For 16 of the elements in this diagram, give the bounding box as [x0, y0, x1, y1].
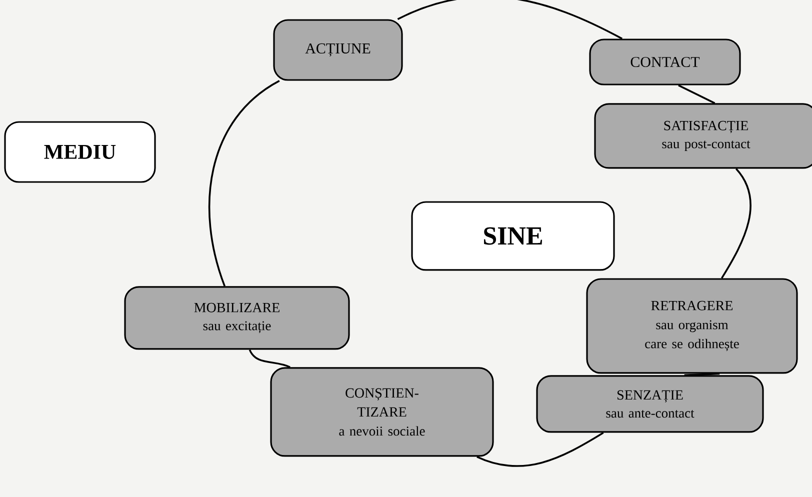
process-box: RETRAGERE sau organism care se odihnește	[586, 278, 798, 374]
cycle-arc	[476, 432, 604, 467]
cycle-arc	[720, 168, 752, 279]
cycle-arc	[248, 349, 290, 368]
cycle-arc	[684, 372, 720, 376]
process-box: ACȚIUNE	[273, 19, 403, 81]
cycle-arc	[678, 84, 716, 104]
cycle-arc	[397, 0, 622, 40]
label-box: SINE	[411, 201, 615, 271]
process-box: CONTACT	[589, 38, 741, 86]
label-box: MEDIU	[4, 121, 156, 183]
cycle-arc	[208, 80, 280, 286]
process-box: SATISFACȚIE sau post-contact	[594, 103, 812, 169]
process-box: CONȘTIEN-TIZARE a nevoii sociale	[270, 367, 494, 457]
process-box: MOBILIZARE sau excitație	[124, 286, 350, 350]
process-box: SENZAȚIE sau ante-contact	[536, 375, 764, 433]
